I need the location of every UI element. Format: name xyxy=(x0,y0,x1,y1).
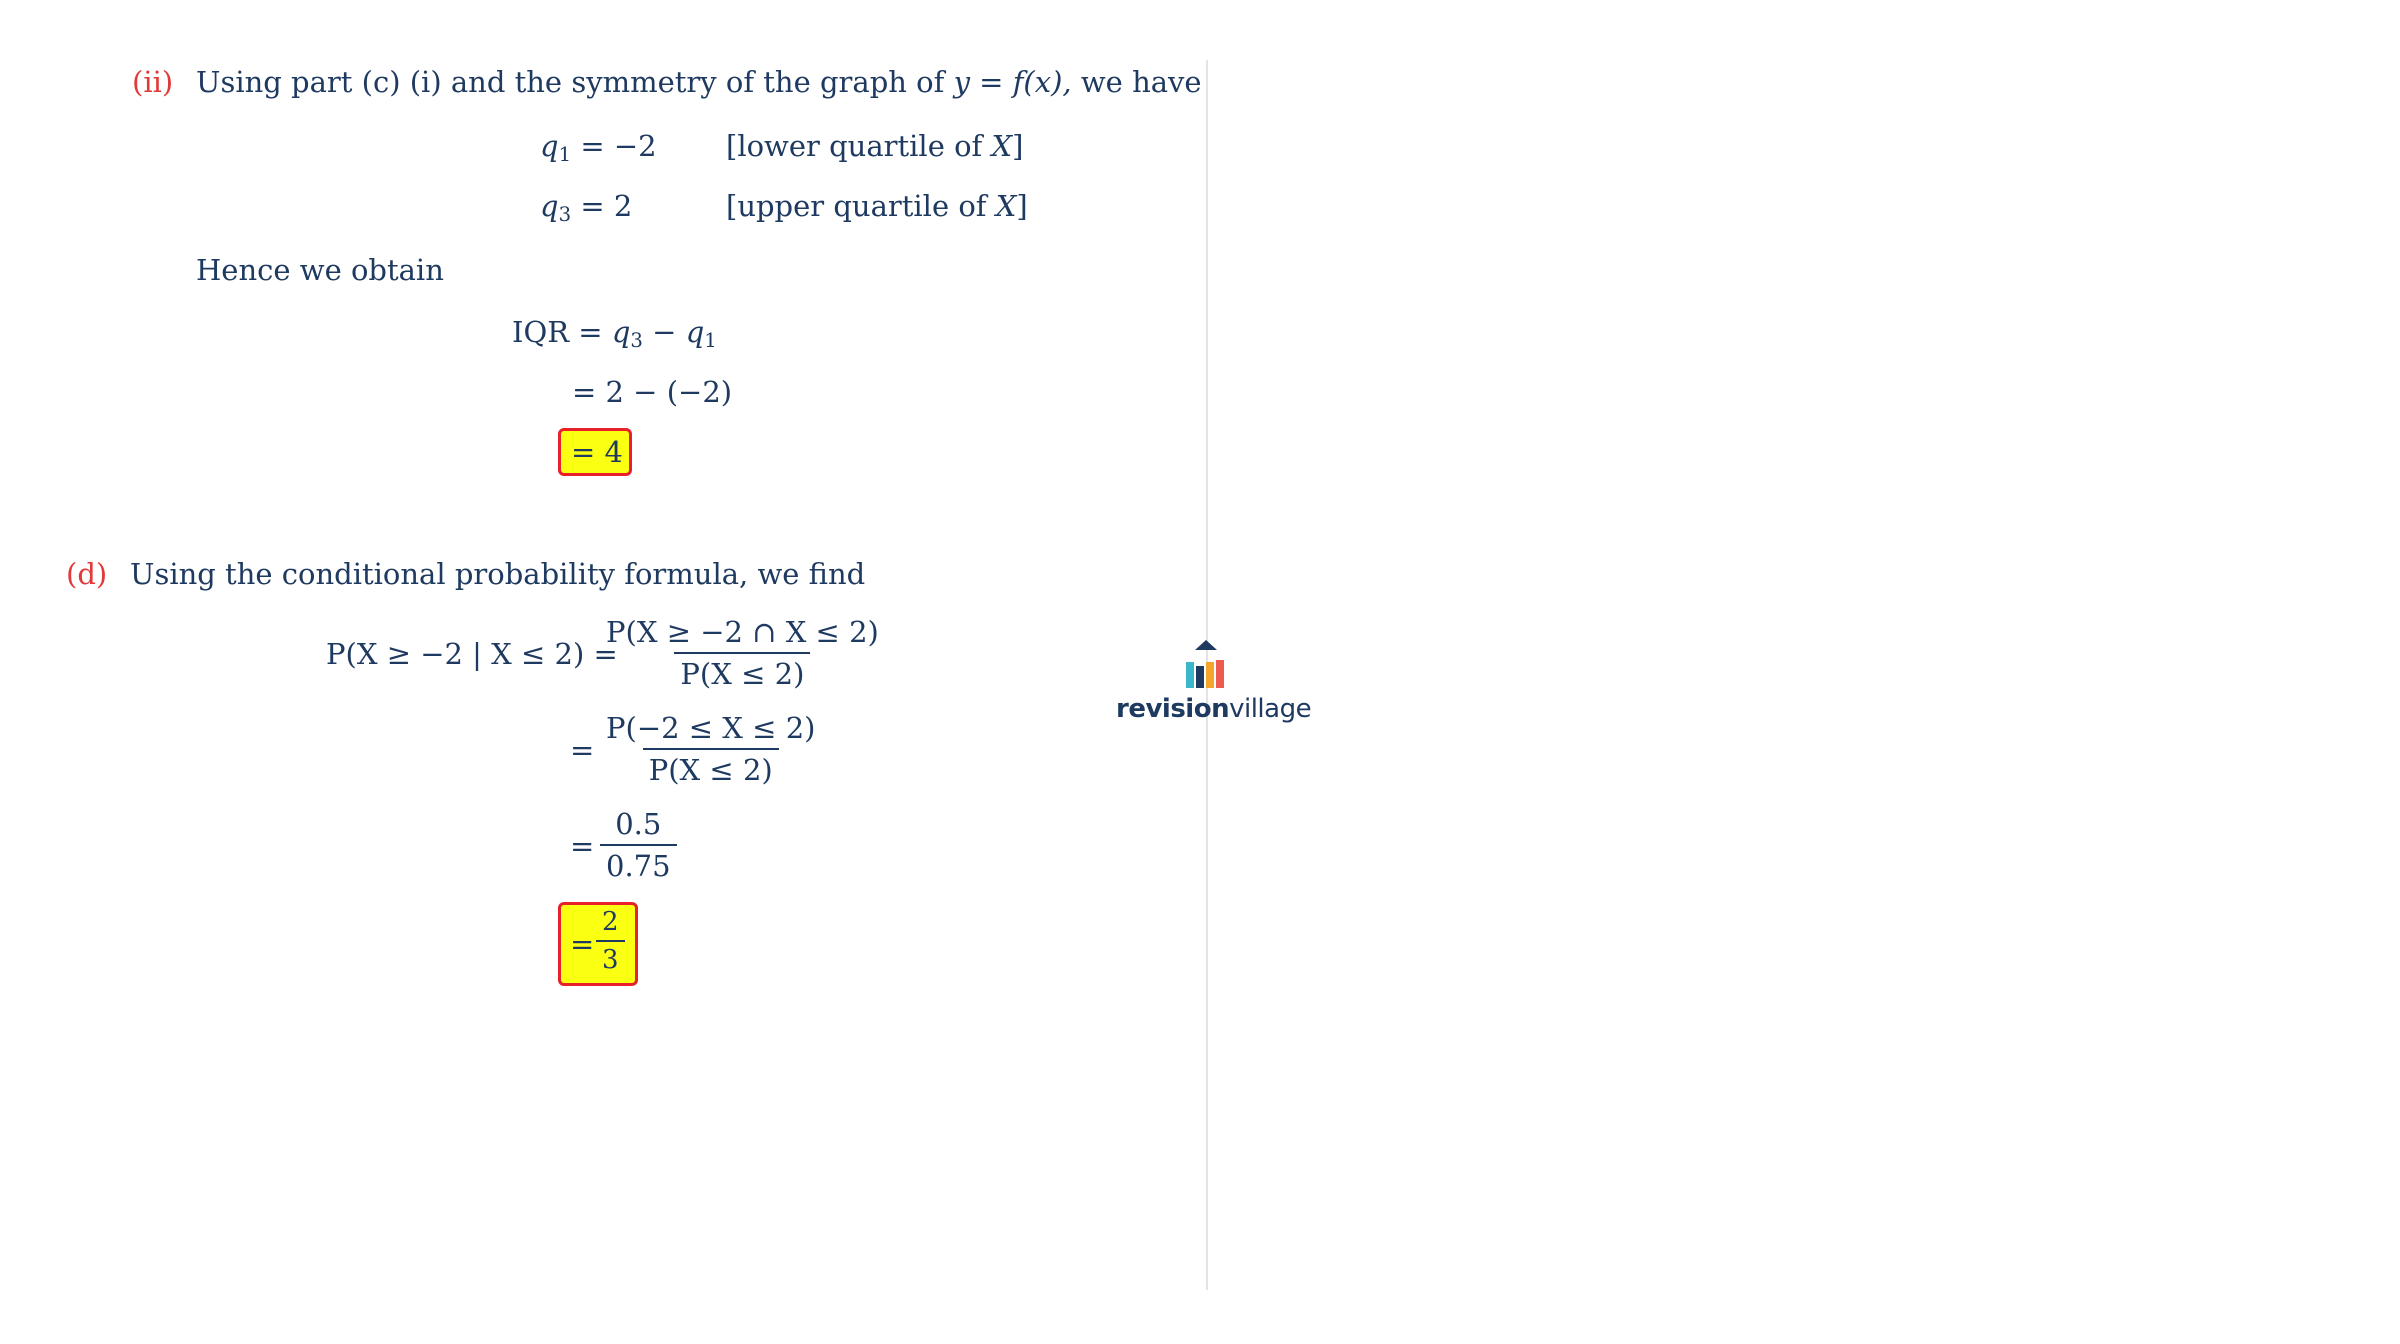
q3-equation: q3 = 2 xyxy=(540,188,632,224)
part-ii-intro-equation: y = f(x), xyxy=(953,65,1072,99)
fraction-3: 0.5 0.75 xyxy=(600,806,677,884)
iqr-answer-highlight xyxy=(558,428,632,476)
logo-wordmark: revisionvillage xyxy=(1116,694,1312,724)
logo-wordmark-light: village xyxy=(1229,694,1312,724)
q3-value: = 2 xyxy=(580,189,633,223)
fraction-2-numerator: P(−2 ≤ X ≤ 2) xyxy=(606,711,816,745)
equals-3: = xyxy=(570,829,595,863)
iqr-q1-subscript: 1 xyxy=(704,328,717,352)
q1-note: [lower quartile of X] xyxy=(726,128,1024,164)
answer-denominator: 3 xyxy=(596,940,625,976)
fraction-1-denominator: P(X ≤ 2) xyxy=(674,652,811,692)
iqr-minus: − xyxy=(642,315,686,349)
q3-note-variable: X xyxy=(995,189,1017,223)
iqr-q1: q xyxy=(685,315,705,349)
iqr-answer: = 4 xyxy=(571,435,623,469)
q1-value: = −2 xyxy=(580,129,657,163)
logo-mark-icon xyxy=(1186,640,1224,688)
fraction-3-denominator: 0.75 xyxy=(600,844,677,884)
iqr-step: = 2 − (−2) xyxy=(572,375,733,409)
hence-text: Hence we obtain xyxy=(196,253,444,287)
iqr-q3: q xyxy=(611,315,631,349)
q1-subscript: 1 xyxy=(558,142,572,166)
part-ii-intro-end: we have xyxy=(1080,65,1202,99)
q3-note: [upper quartile of X] xyxy=(726,188,1028,224)
fraction-2-denominator: P(X ≤ 2) xyxy=(642,748,779,788)
q1-symbol: q xyxy=(540,129,559,163)
fraction-1-numerator: P(X ≥ −2 ∩ X ≤ 2) xyxy=(606,615,879,649)
logo-wordmark-bold: revision xyxy=(1116,694,1230,724)
conditional-answer-highlight xyxy=(558,902,638,986)
q1-equation: q1 = −2 xyxy=(540,128,657,164)
fraction-3-numerator: 0.5 xyxy=(615,807,662,841)
q3-note-text: [upper quartile of xyxy=(726,189,996,223)
fraction-1: P(X ≥ −2 ∩ X ≤ 2) P(X ≤ 2) xyxy=(600,614,885,692)
answer-numerator: 2 xyxy=(602,907,619,937)
q3-symbol: q xyxy=(540,189,559,223)
part-ii-intro-text: Using part (c) (i) and the symmetry of t… xyxy=(196,65,945,99)
part-d-intro: Using the conditional probability formul… xyxy=(130,557,866,591)
equals-4: = xyxy=(570,927,595,961)
q1-note-text: [lower quartile of xyxy=(726,129,992,163)
q1-note-close: ] xyxy=(1012,129,1024,163)
q3-subscript: 3 xyxy=(558,202,572,226)
q1-note-variable: X xyxy=(991,129,1013,163)
revisionvillage-logo: revisionvillage xyxy=(1116,632,1312,732)
iqr-lhs: IQR = xyxy=(512,315,603,349)
part-d-label: (d) xyxy=(66,557,108,591)
iqr-definition: IQR = q3 − q1 xyxy=(512,314,717,350)
iqr-q3-subscript: 3 xyxy=(630,328,643,352)
part-ii-intro: Using part (c) (i) and the symmetry of t… xyxy=(196,64,1202,100)
conditional-lhs: P(X ≥ −2 | X ≤ 2) = xyxy=(326,637,618,671)
fraction-2: P(−2 ≤ X ≤ 2) P(X ≤ 2) xyxy=(600,710,821,788)
answer-fraction: 2 3 xyxy=(596,906,625,976)
equals-2: = xyxy=(570,733,595,767)
part-ii-label: (ii) xyxy=(132,65,174,99)
q3-note-close: ] xyxy=(1016,189,1028,223)
